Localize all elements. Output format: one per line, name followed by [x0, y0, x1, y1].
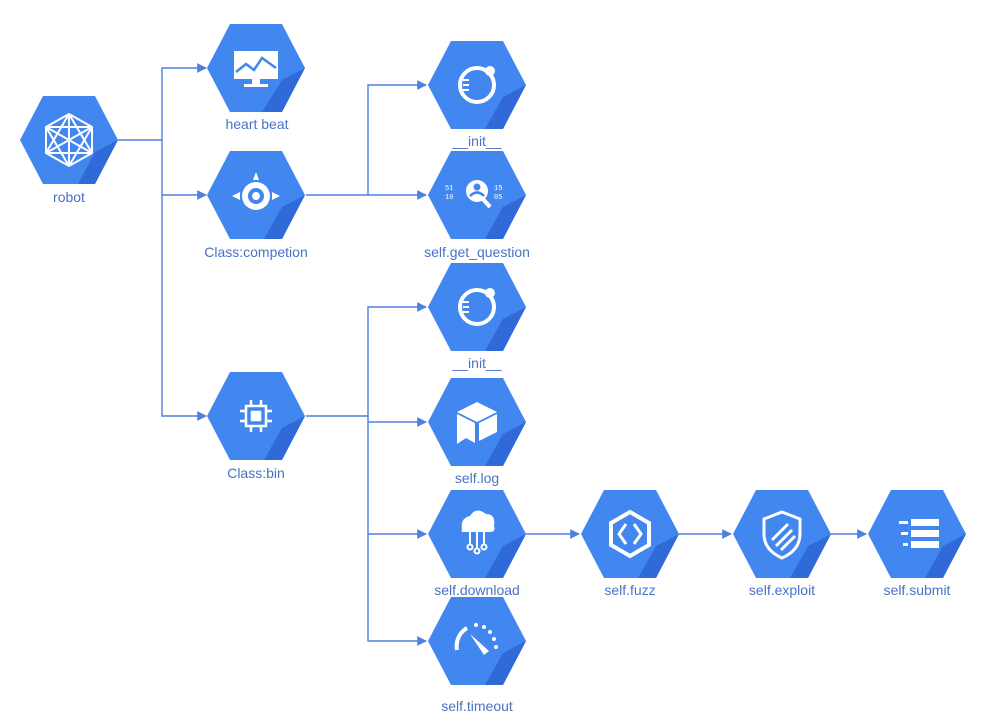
edge-bin-timeout: [367, 534, 427, 646]
svg-text:10: 10: [445, 194, 453, 202]
node-timeout[interactable]: self.timeout: [428, 597, 526, 714]
label-robot: robot: [53, 189, 85, 205]
cpu-chip-icon: [240, 400, 272, 432]
label-download: self.download: [434, 582, 520, 598]
node-fuzz[interactable]: self.fuzz: [581, 490, 679, 598]
edge-robot-bin: [161, 195, 207, 421]
node-heartbeat[interactable]: heart beat: [207, 24, 305, 132]
message-box-icon: [457, 402, 497, 444]
label-log: self.log: [455, 470, 499, 486]
node-bin[interactable]: Class:bin: [207, 372, 305, 481]
edge-bin-download: [367, 422, 427, 539]
server-list-icon: [899, 519, 939, 548]
svg-text:51: 51: [445, 185, 453, 193]
node-init-1[interactable]: __init__: [428, 41, 526, 149]
network-mesh-icon: [45, 112, 93, 168]
label-submit: self.submit: [884, 582, 951, 598]
node-download[interactable]: self.download: [428, 490, 526, 598]
shield-stripes-icon: [762, 510, 802, 560]
label-exploit: self.exploit: [749, 582, 815, 598]
label-competion: Class:competion: [204, 244, 308, 260]
node-get-question[interactable]: 51 10 15 05 self.get_question: [424, 151, 530, 260]
edge-robot-competion: [161, 140, 207, 200]
speedometer-icon: [454, 623, 498, 655]
label-fuzz: self.fuzz: [604, 582, 655, 598]
gauge-dial-icon: [458, 288, 496, 326]
label-init-2: __init__: [451, 355, 501, 371]
edge-bin-log: [367, 416, 427, 427]
node-log[interactable]: self.log: [428, 378, 526, 486]
label-timeout: self.timeout: [441, 698, 513, 714]
node-submit[interactable]: self.submit: [868, 490, 966, 598]
node-robot[interactable]: robot: [20, 96, 118, 205]
svg-text:05: 05: [494, 194, 502, 202]
edge-competion-init: [306, 80, 427, 196]
binary-search-user-icon: 51 10 15 05: [445, 180, 502, 209]
edges: [118, 63, 867, 646]
edge-robot-heartbeat: [118, 63, 207, 141]
target-icon: [232, 172, 280, 210]
node-competion[interactable]: Class:competion: [204, 151, 308, 260]
svg-text:15: 15: [494, 185, 502, 193]
label-heartbeat: heart beat: [225, 116, 288, 132]
node-init-2[interactable]: __init__: [428, 263, 526, 371]
label-init-1: __init__: [451, 133, 501, 149]
node-exploit[interactable]: self.exploit: [733, 490, 831, 598]
label-bin: Class:bin: [227, 465, 285, 481]
edge-bin-init: [306, 302, 427, 417]
cloud-circuit-icon: [461, 510, 495, 555]
gauge-dial-icon: [458, 66, 496, 104]
monitor-pulse-icon: [234, 51, 278, 87]
label-get-question: self.get_question: [424, 244, 530, 260]
hexagon-brackets-icon: [609, 509, 651, 559]
